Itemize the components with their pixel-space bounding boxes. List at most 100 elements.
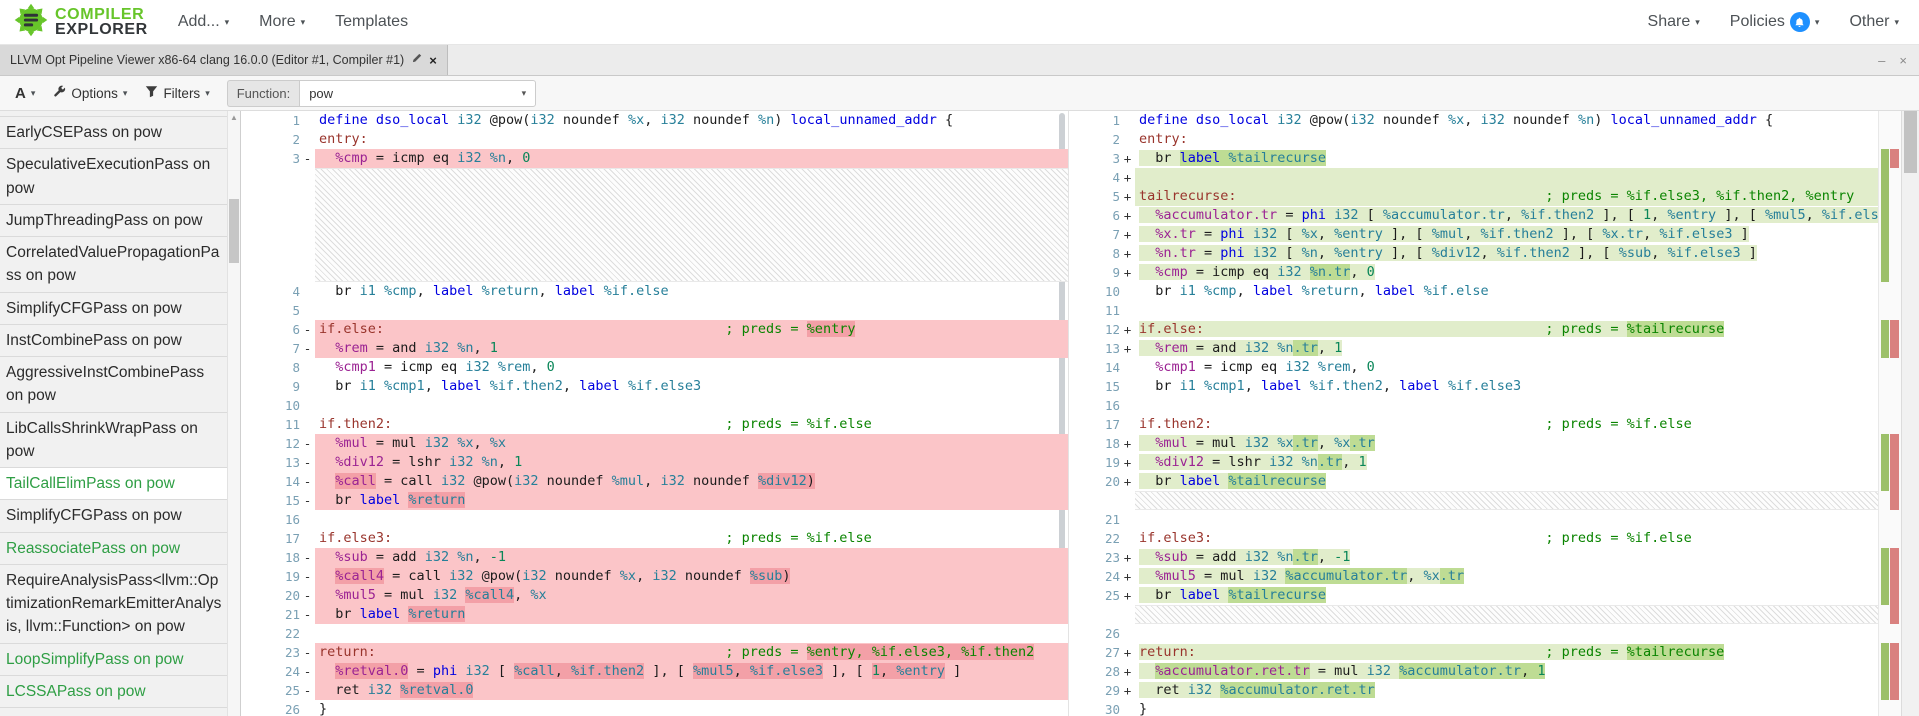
minimize-icon[interactable]: – xyxy=(1878,52,1886,68)
pass-list-item[interactable]: LibCallsShrinkWrapPass on pow xyxy=(0,412,228,468)
code-line: 23-return: ; preds = %entry, %if.else3, … xyxy=(241,643,1068,662)
pass-list-scrollbar[interactable]: ▲ xyxy=(227,111,240,716)
code-line: 6+ %accumulator.tr = phi i32 [ %accumula… xyxy=(1069,206,1878,225)
code-line: 10 xyxy=(241,396,1068,415)
pass-list-item[interactable]: RequireAnalysisPass<llvm::OptimizationRe… xyxy=(0,564,228,644)
function-selector-group: Function: pow ▾ xyxy=(226,79,537,107)
close-tab-icon[interactable]: × xyxy=(429,52,437,68)
code-line: 24+ %mul5 = mul i32 %accumulator.tr, %x.… xyxy=(1069,567,1878,586)
pass-list-item[interactable]: TailCallElimPass on pow xyxy=(0,468,228,501)
caret-down-icon: ▾ xyxy=(1894,16,1899,27)
pass-list-item[interactable]: SpeculativeExecutionPass on pow xyxy=(0,149,228,205)
code-line: 18+ %mul = mul i32 %x.tr, %x.tr %mul = m… xyxy=(1069,434,1878,453)
function-select[interactable]: pow ▾ xyxy=(299,79,537,107)
function-label: Function: xyxy=(226,79,300,107)
code-line: 10 br i1 %cmp, label %return, label %if.… xyxy=(1069,282,1878,301)
code-line: 14- %call = call i32 @pow(i32 noundef %m… xyxy=(241,472,1068,491)
pass-list-item[interactable]: SimplifyCFGPass on pow xyxy=(0,292,228,325)
diff-ruler-mark-red xyxy=(1890,149,1899,168)
window-scrollbar[interactable] xyxy=(1901,111,1919,716)
code-line: 5+tailrecurse: ; preds = %if.else3, %if.… xyxy=(1069,187,1878,206)
code-line: 30}} xyxy=(1069,700,1878,716)
diff-ruler-mark-red xyxy=(1890,548,1899,624)
code-line: 4 br i1 %cmp, label %return, label %if.e… xyxy=(241,282,1068,301)
scroll-up-arrow-icon[interactable]: ▲ xyxy=(230,113,238,122)
compiler-explorer-logo[interactable]: COMPILER EXPLORER xyxy=(14,3,148,42)
pass-list-item[interactable]: CorrelatedValuePropagationPass on pow xyxy=(0,237,228,293)
notification-bell-icon xyxy=(1789,12,1810,32)
close-icon[interactable]: × xyxy=(1899,52,1907,68)
code-line: 23+ %sub = add i32 %n.tr, -1 %sub = add … xyxy=(1069,548,1878,567)
menu-item-share[interactable]: Share▾ xyxy=(1647,13,1700,30)
code-line: 13+ %rem = and i32 %n.tr, 1 %rem = and i… xyxy=(1069,339,1878,358)
code-line: 19+ %div12 = lshr i32 %n.tr, 1 %div12 = … xyxy=(1069,453,1878,472)
menu-item-policies[interactable]: Policies▾ xyxy=(1729,12,1820,32)
code-line: 16 xyxy=(241,510,1068,529)
pass-list-item[interactable]: EarlyCSEPass on pow xyxy=(0,117,228,150)
code-line: 24- %retval.0 = phi i32 [ %call, %if.the… xyxy=(241,662,1068,681)
caret-down-icon: ▾ xyxy=(300,16,306,27)
pass-list-item[interactable]: ReassociatePass on pow xyxy=(0,532,228,565)
menu-item-more[interactable]: More▾ xyxy=(259,13,306,30)
edit-tab-title-icon[interactable] xyxy=(411,53,422,67)
code-line: 9+ %cmp = icmp eq i32 %n.tr, 0 %cmp = ic… xyxy=(1069,263,1878,282)
secondary-menu: Share▾ Policies▾ Other▾ xyxy=(1648,12,1905,32)
code-line: 3- %cmp = icmp eq i32 %n, 0 %cmp = icmp … xyxy=(241,149,1068,168)
diff-ruler-mark-green xyxy=(1881,434,1889,491)
filter-funnel-icon xyxy=(145,85,158,101)
code-line: 3+ br label %tailrecurse br label %tailr… xyxy=(1069,149,1878,168)
code-line: 9 br i1 %cmp1, label %if.then2, label %i… xyxy=(241,377,1068,396)
code-line: 20+ br label %tailrecurse br label %tail… xyxy=(1069,472,1878,491)
caret-down-icon: ▾ xyxy=(122,87,128,98)
menu-item-templates[interactable]: Templates xyxy=(335,13,409,30)
window-scrollbar-thumb[interactable] xyxy=(1904,111,1917,173)
code-line: 7- %rem = and i32 %n, 1 %rem = and i32 %… xyxy=(241,339,1068,358)
menu-item-other[interactable]: Other▾ xyxy=(1849,13,1899,30)
code-line: 29+ ret i32 %accumulator.ret.tr ret i32 … xyxy=(1069,681,1878,700)
code-line: 25+ br label %tailrecurse br label %tail… xyxy=(1069,586,1878,605)
diff-ruler-mark-red xyxy=(1890,434,1899,510)
code-line: 4+ xyxy=(1069,168,1878,187)
pass-list-item[interactable]: LCSSAPass on pow xyxy=(0,675,228,708)
diff-overview-ruler[interactable] xyxy=(1878,111,1901,716)
diff-ruler-mark-red xyxy=(1890,643,1899,700)
diff-ruler-mark-green xyxy=(1881,643,1889,700)
tab-bar: LLVM Opt Pipeline Viewer x86-64 clang 16… xyxy=(0,45,1919,76)
code-line: 28+ %accumulator.ret.tr = mul i32 %accum… xyxy=(1069,662,1878,681)
caret-down-icon: ▾ xyxy=(1814,16,1820,27)
pass-list-scrollbar-thumb[interactable] xyxy=(229,199,239,263)
pane-toolbar: A ▾ Options ▾ Filters ▾ Function: pow ▾ xyxy=(0,76,1919,111)
pass-list-item-clipped[interactable] xyxy=(0,111,228,117)
code-line: 8 %cmp1 = icmp eq i32 %rem, 0 %cmp1 = ic… xyxy=(241,358,1068,377)
caret-down-icon: ▾ xyxy=(205,87,210,98)
caret-down-icon: ▾ xyxy=(521,87,527,98)
code-line: 7+ %x.tr = phi i32 [ %x, %entry ], [ %mu… xyxy=(1069,225,1878,244)
options-button[interactable]: Options ▾ xyxy=(44,81,136,105)
pass-list-item[interactable]: SimplifyCFGPass on pow xyxy=(0,500,228,533)
code-line: 12- %mul = mul i32 %x, %x %mul = mul i32… xyxy=(241,434,1068,453)
pass-list-item[interactable]: LoopSimplifyPass on pow xyxy=(0,643,228,676)
pass-list-item[interactable]: LoopInstSimplifyPass on tailrecurse xyxy=(0,708,228,716)
diff-ruler-mark-green xyxy=(1881,320,1889,358)
code-line: 16 xyxy=(1069,396,1878,415)
pass-list-item[interactable]: JumpThreadingPass on pow xyxy=(0,204,228,237)
pass-list-item[interactable]: InstCombinePass on pow xyxy=(0,324,228,357)
filters-button[interactable]: Filters ▾ xyxy=(136,81,218,105)
pass-list-item[interactable]: AggressiveInstCombinePass on pow xyxy=(0,357,228,413)
menu-item-add[interactable]: Add...▾ xyxy=(177,13,230,30)
code-line: 26}} xyxy=(241,700,1068,716)
tab-llvm-opt-pipeline-viewer[interactable]: LLVM Opt Pipeline Viewer x86-64 clang 16… xyxy=(0,45,448,75)
font-size-button[interactable]: A ▾ xyxy=(15,84,36,102)
code-line: 8+ %n.tr = phi i32 [ %n, %entry ], [ %di… xyxy=(1069,244,1878,263)
code-line: 27+return: ; preds = %tailrecursereturn:… xyxy=(1069,643,1878,662)
